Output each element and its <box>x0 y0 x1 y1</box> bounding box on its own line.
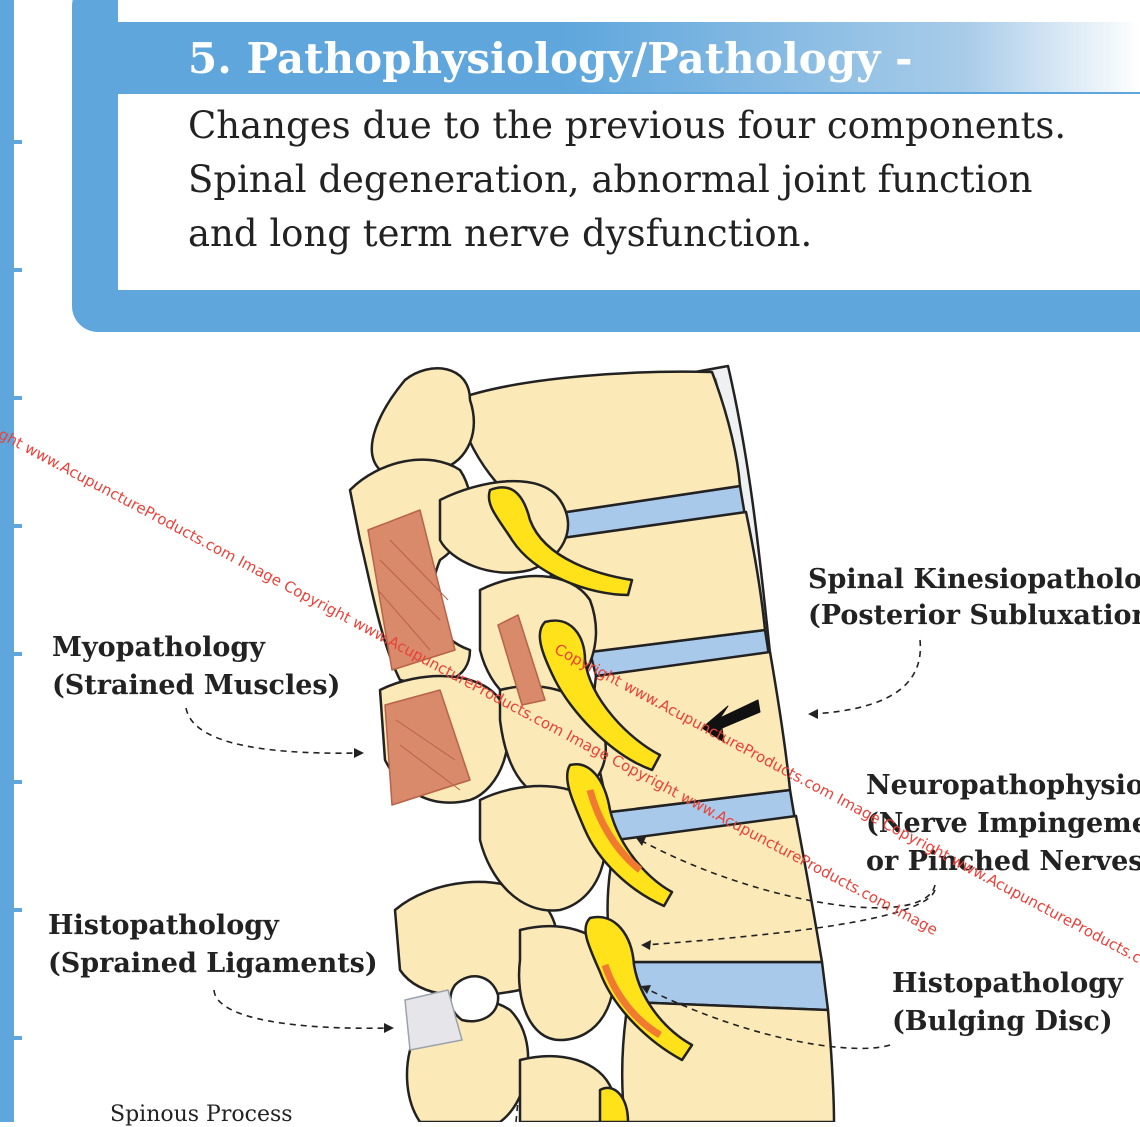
description-line-3: and long term nerve dysfunction. <box>188 212 813 255</box>
label-neuropathophysiology-detail-1: (Nerve Impingeme <box>866 808 1140 839</box>
label-myopathology-detail: (Strained Muscles) <box>52 670 341 701</box>
subluxation-arrow <box>701 699 761 743</box>
description-line-2: Spinal degeneration, abnormal joint func… <box>188 158 1033 201</box>
label-neuropathophysiology-detail-2: or Pinched Nerves) <box>866 846 1140 877</box>
strained-muscle <box>367 509 456 671</box>
callout-nerve-2 <box>644 889 936 946</box>
callout-spinous <box>515 1099 519 1122</box>
rail-tick <box>14 268 22 272</box>
pinched-nerve <box>584 915 694 1062</box>
strained-muscle <box>384 689 471 806</box>
label-kinesiopathology: Spinal Kinesiopatholog <box>808 564 1140 595</box>
spinous-process <box>517 925 615 1042</box>
label-neuropathophysiology: Neuropathophysiol <box>866 770 1140 801</box>
rail-tick <box>14 908 22 912</box>
header-gradient <box>560 20 1140 92</box>
rail-tick <box>14 652 22 656</box>
vertebral-body <box>606 814 824 964</box>
sprained-ligament <box>404 989 463 1051</box>
spinous-process <box>478 784 607 912</box>
left-rail <box>0 0 14 1122</box>
label-histopathology-disc: Histopathology <box>892 968 1123 999</box>
callout-myopathology <box>185 707 361 754</box>
label-histopathology-ligaments: Histopathology <box>48 910 279 941</box>
top-strip <box>118 0 1140 22</box>
vertebral-body <box>453 370 742 518</box>
spinal-nerve <box>538 619 662 772</box>
spinal-nerve <box>598 1086 630 1122</box>
rail-tick <box>14 524 22 528</box>
callout-kinesiopathology <box>811 639 922 715</box>
label-myopathology: Myopathology <box>52 632 265 663</box>
label-histopathology-disc-detail: (Bulging Disc) <box>892 1006 1113 1037</box>
rail-tick <box>14 780 22 784</box>
rail-tick <box>14 140 22 144</box>
section-title: 5. Pathophysiology/Pathology - <box>188 34 913 83</box>
callout-ligaments <box>213 989 391 1030</box>
label-spinous-process: Spinous Process <box>110 1102 293 1127</box>
label-histopathology-ligaments-detail: (Sprained Ligaments) <box>48 948 378 979</box>
spinal-nerve <box>487 486 634 597</box>
description-box <box>118 94 1140 290</box>
rail-tick <box>14 396 22 400</box>
rail-tick <box>14 1036 22 1040</box>
callout-nerve-1 <box>639 839 936 909</box>
callout-disc <box>644 987 891 1050</box>
intervertebral-foramen <box>449 975 500 1023</box>
strained-muscle <box>497 614 546 706</box>
description-line-1: Changes due to the previous four compone… <box>188 104 1067 147</box>
label-kinesiopathology-detail: (Posterior Subluxation) <box>808 600 1140 631</box>
